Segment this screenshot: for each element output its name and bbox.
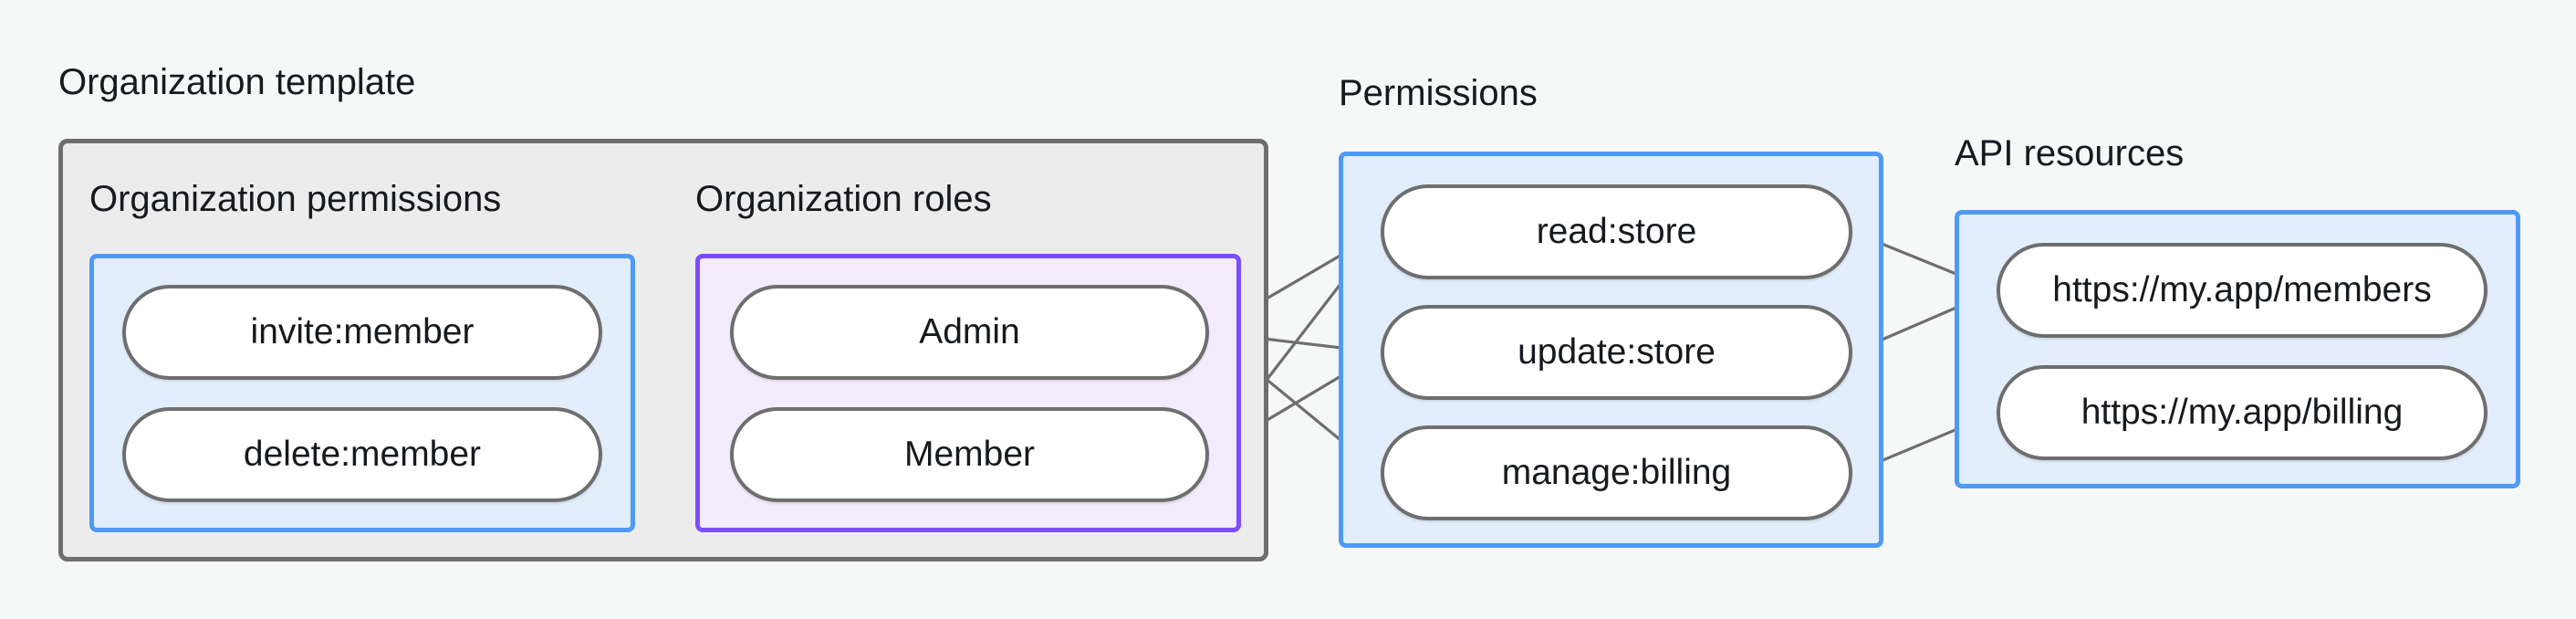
node-delete-member-label: delete:member: [243, 435, 482, 474]
node-invite-member-label: invite:member: [250, 312, 475, 351]
node-update-store-label: update:store: [1517, 332, 1716, 372]
node-members-url[interactable]: https://my.app/members: [1997, 243, 2487, 338]
organization-template-title: Organization template: [58, 62, 416, 102]
node-read-store[interactable]: read:store: [1381, 184, 1852, 279]
organization-permissions-title: Organization permissions: [89, 179, 502, 219]
node-billing-url-label: https://my.app/billing: [2081, 393, 2404, 432]
api-resources-title: API resources: [1955, 133, 2185, 173]
node-member[interactable]: Member: [730, 407, 1209, 502]
node-members-url-label: https://my.app/members: [2052, 270, 2432, 310]
organization-roles-title: Organization roles: [695, 179, 992, 219]
node-read-store-label: read:store: [1536, 212, 1697, 251]
node-admin-label: Admin: [919, 312, 1020, 351]
node-manage-billing-label: manage:billing: [1501, 453, 1732, 492]
permissions-title: Permissions: [1339, 73, 1538, 113]
node-billing-url[interactable]: https://my.app/billing: [1997, 365, 2487, 460]
node-update-store[interactable]: update:store: [1381, 305, 1852, 400]
node-member-label: Member: [903, 435, 1036, 474]
node-invite-member[interactable]: invite:member: [122, 285, 602, 380]
node-delete-member[interactable]: delete:member: [122, 407, 602, 502]
node-manage-billing[interactable]: manage:billing: [1381, 425, 1852, 520]
node-admin[interactable]: Admin: [730, 285, 1209, 380]
